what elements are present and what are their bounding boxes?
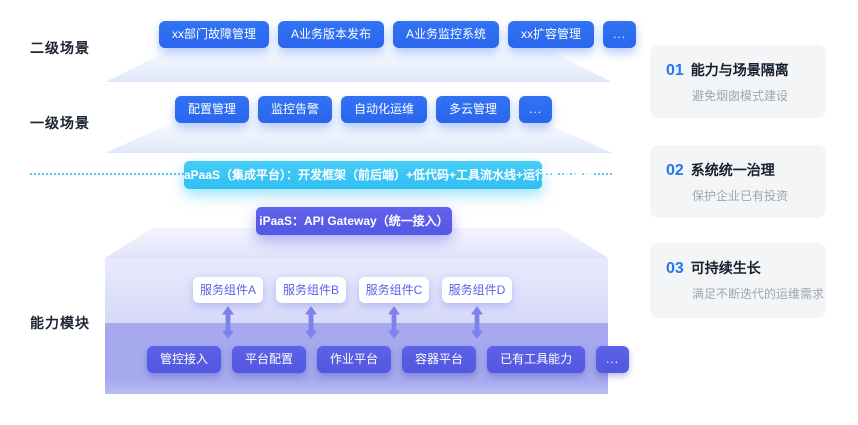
- node-service-component-b: 服务组件B: [276, 277, 346, 303]
- info-card-2-subtitle: 保护企业已有投资: [692, 189, 789, 203]
- double-arrow-icon: [305, 306, 317, 339]
- node-service-component-c: 服务组件C: [359, 277, 429, 303]
- info-card-3-number: 03: [666, 260, 684, 277]
- double-arrow-icon: [471, 306, 483, 339]
- ipaas-bar: iPaaS：API Gateway（统一接入）: [256, 207, 452, 235]
- label-secondary-scene: 二级场景: [30, 40, 90, 56]
- info-card-2-head: 02 系统统一治理: [666, 160, 814, 180]
- node-service-component-d: 服务组件D: [442, 277, 512, 303]
- primary-scene-platform-shape: [105, 122, 612, 153]
- double-arrow-icon: [222, 306, 234, 339]
- node-config-mgmt: 配置管理: [175, 96, 250, 123]
- primary-scene-row: 配置管理 监控告警 自动化运维 多云管理 ...: [175, 96, 553, 123]
- info-card-1-head: 01 能力与场景隔离: [666, 60, 814, 80]
- node-biz-monitor-system: A业务监控系统: [393, 21, 500, 48]
- apaas-bar: aPaaS（集成平台）：开发框架（前后端）+低代码+工具流水线+运行环境托管: [184, 161, 595, 189]
- info-card-2-title: 系统统一治理: [690, 162, 775, 178]
- node-secondary-more: ...: [603, 21, 637, 48]
- info-card-3-title: 可持续生长: [690, 260, 761, 276]
- capability-items-row: 管控接入 平台配置 作业平台 容器平台 已有工具能力 ...: [147, 346, 630, 373]
- info-card-2: 02 系统统一治理 保护企业已有投资: [650, 145, 826, 218]
- node-multicloud-mgmt: 多云管理: [436, 96, 511, 123]
- node-control-access: 管控接入: [147, 346, 222, 373]
- info-card-2-number: 02: [666, 162, 684, 179]
- node-existing-tools: 已有工具能力: [487, 346, 586, 373]
- node-container-platform: 容器平台: [402, 346, 477, 373]
- node-capability-more: ...: [596, 346, 630, 373]
- info-card-1: 01 能力与场景隔离 避免烟囱模式建设: [650, 45, 826, 118]
- double-arrow-icon: [388, 306, 400, 339]
- info-card-3-subtitle: 满足不断迭代的运维需求: [692, 287, 825, 301]
- info-card-1-title: 能力与场景隔离: [690, 62, 789, 78]
- node-auto-ops: 自动化运维: [341, 96, 428, 123]
- info-card-3-head: 03 可持续生长: [666, 258, 814, 278]
- info-card-1-number: 01: [666, 62, 684, 79]
- node-scale-mgmt: xx扩容管理: [508, 21, 595, 48]
- label-primary-scene: 一级场景: [30, 115, 90, 131]
- node-monitor-alert: 监控告警: [258, 96, 333, 123]
- capability-box-upper-face: [105, 258, 608, 323]
- secondary-scene-platform-shape: [105, 48, 612, 82]
- node-platform-config: 平台配置: [232, 346, 307, 373]
- node-job-platform: 作业平台: [317, 346, 392, 373]
- label-capability-module: 能力模块: [30, 315, 90, 331]
- info-card-1-subtitle: 避免烟囱模式建设: [692, 89, 789, 103]
- info-card-3: 03 可持续生长 满足不断迭代的运维需求: [650, 243, 826, 318]
- secondary-scene-row: xx部门故障管理 A业务版本发布 A业务监控系统 xx扩容管理 ...: [159, 21, 637, 48]
- node-biz-version-release: A业务版本发布: [278, 21, 385, 48]
- node-service-component-a: 服务组件A: [193, 277, 263, 303]
- node-primary-more: ...: [519, 96, 553, 123]
- node-dept-fault-mgmt: xx部门故障管理: [159, 21, 270, 48]
